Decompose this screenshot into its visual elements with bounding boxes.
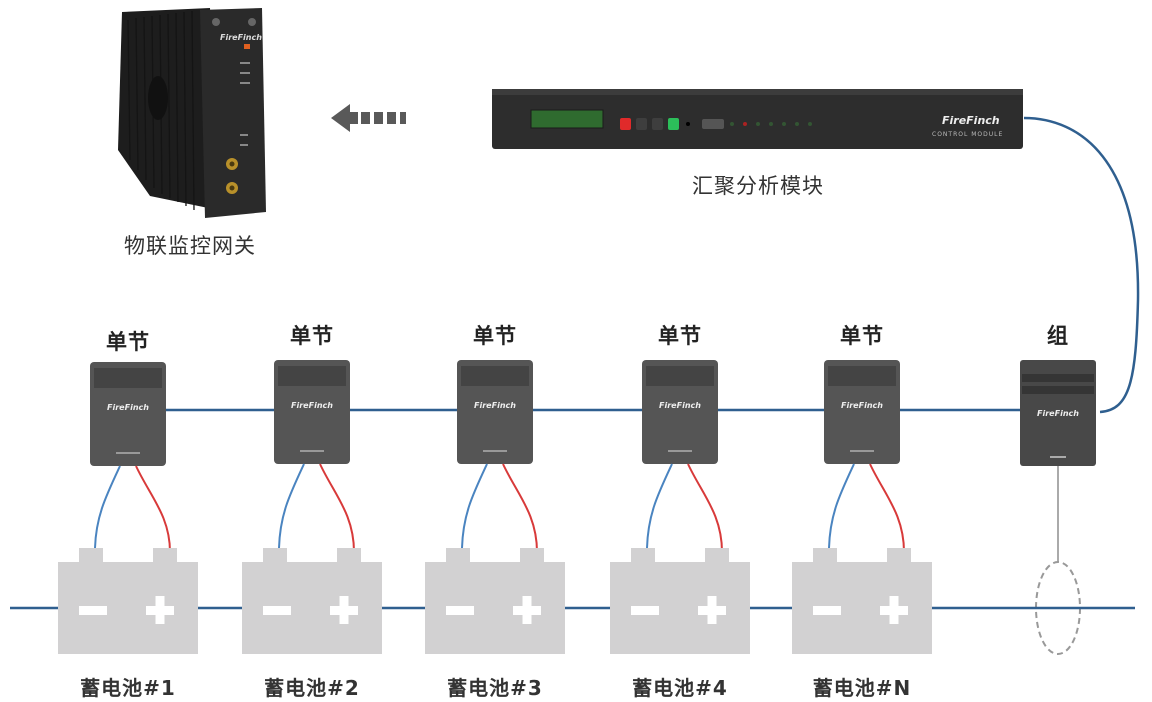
cell-monitor: FireFinch — [824, 360, 905, 553]
lcd-display — [530, 109, 604, 129]
vent-stripe-1 — [1022, 374, 1094, 382]
battery-label-1: 蓄电池#1 — [80, 676, 176, 700]
cell-monitor-label-4: 单节 — [658, 324, 702, 348]
plus-icon-vertical — [339, 596, 349, 624]
battery — [58, 548, 198, 654]
positive-terminal — [705, 548, 729, 564]
plus-icon-vertical — [889, 596, 899, 624]
positive-terminal — [337, 548, 361, 564]
vent-grille — [828, 366, 896, 386]
positive-lead — [502, 463, 538, 553]
vent-grille — [94, 368, 162, 388]
minus-icon — [813, 606, 841, 615]
battery-label-3: 蓄电池#3 — [447, 676, 543, 700]
negative-lead — [828, 463, 855, 549]
battery — [425, 548, 565, 654]
positive-terminal — [887, 548, 911, 564]
minus-icon — [446, 606, 474, 615]
positive-lead — [687, 463, 723, 553]
negative-terminal — [631, 548, 655, 564]
negative-lead — [646, 463, 673, 549]
minus-icon — [263, 606, 291, 615]
negative-terminal — [79, 548, 103, 564]
batteries — [10, 548, 1135, 654]
indicator-labels — [116, 452, 140, 454]
vent-grille — [646, 366, 714, 386]
vent-grille — [278, 366, 346, 386]
cell-monitors: FireFinch FireFinch FireFinch FireFinch Fire… — [90, 360, 905, 553]
battery — [610, 548, 750, 654]
indicator-labels — [850, 450, 874, 452]
positive-lead — [869, 463, 905, 553]
plus-icon-vertical — [155, 596, 165, 624]
cell-monitor-brand: FireFinch — [291, 401, 333, 410]
negative-lead — [461, 463, 488, 549]
cell-monitor: FireFinch — [457, 360, 538, 553]
group-monitor-label: 组 — [1047, 324, 1069, 348]
cell-monitor-label-5: 单节 — [840, 324, 884, 348]
indicator-labels — [300, 450, 324, 452]
dashed-arrow-left-icon — [331, 104, 406, 132]
positive-terminal — [153, 548, 177, 564]
negative-terminal — [813, 548, 837, 564]
positive-lead — [319, 463, 355, 553]
positive-lead — [135, 465, 171, 553]
battery — [792, 548, 932, 654]
cell-monitor: FireFinch — [274, 360, 355, 553]
uplink-cable — [1023, 116, 1140, 414]
indicator-labels — [483, 450, 507, 452]
battery — [242, 548, 382, 654]
vent-stripe-2 — [1022, 386, 1094, 394]
cell-monitor-label-2: 单节 — [290, 324, 334, 348]
plus-icon-vertical — [522, 596, 532, 624]
serial-port — [702, 119, 724, 129]
battery-label-4: 蓄电池#4 — [632, 676, 728, 700]
negative-lead — [278, 463, 305, 549]
red-button — [620, 118, 631, 130]
cell-monitor-brand: FireFinch — [107, 403, 149, 412]
gateway-device: FireFinch — [118, 8, 266, 218]
minus-icon — [631, 606, 659, 615]
indicator-labels — [668, 450, 692, 452]
positive-terminal — [520, 548, 544, 564]
aggregator-brand-text: FireFinch — [942, 114, 1000, 127]
indicator-label — [1050, 456, 1066, 458]
gateway-label: 物联监控网关 — [124, 234, 256, 258]
plus-icon-vertical — [707, 596, 717, 624]
battery-label-N: 蓄电池#N — [812, 676, 912, 700]
cell-monitor-brand: FireFinch — [474, 401, 516, 410]
gateway-brand-text: FireFinch — [220, 33, 262, 42]
cell-monitor-brand: FireFinch — [659, 401, 701, 410]
cell-monitor-label-1: 单节 — [106, 330, 150, 354]
aggregator-subtitle-text: CONTROL MODULE — [932, 131, 1003, 138]
group-monitor: FireFinch — [1020, 360, 1096, 655]
battery-label-2: 蓄电池#2 — [264, 676, 360, 700]
cell-monitor: FireFinch — [642, 360, 723, 553]
aggregator-label: 汇聚分析模块 — [692, 174, 824, 198]
aggregator-device: FireFinch CONTROL MODULE — [492, 89, 1023, 149]
negative-terminal — [446, 548, 470, 564]
minus-icon — [79, 606, 107, 615]
cell-monitor-brand: FireFinch — [841, 401, 883, 410]
cell-monitor-label-3: 单节 — [473, 324, 517, 348]
negative-lead — [94, 465, 121, 549]
cell-monitor: FireFinch — [90, 362, 171, 553]
group-monitor-brand: FireFinch — [1037, 409, 1079, 418]
negative-terminal — [263, 548, 287, 564]
vent-grille — [461, 366, 529, 386]
green-button — [668, 118, 679, 130]
